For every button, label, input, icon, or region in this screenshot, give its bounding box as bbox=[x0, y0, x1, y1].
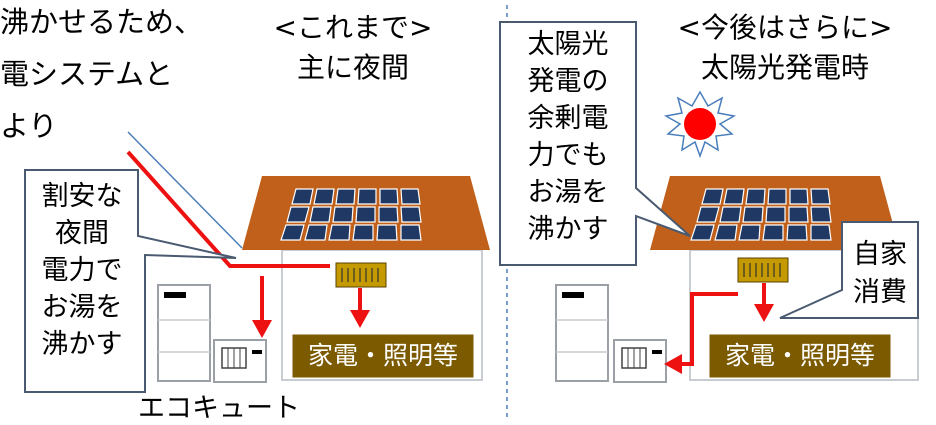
left-heading-period: <これまで> bbox=[273, 11, 433, 44]
right-arrow-to-appliances bbox=[754, 304, 774, 322]
right-callout-bubble bbox=[499, 21, 691, 266]
intro-line-1: 沸かせるため、 bbox=[0, 5, 204, 39]
sun-icon bbox=[663, 90, 737, 159]
left-callout-line: 夜間 bbox=[55, 218, 109, 249]
right-heading-time: 太陽光発電時 bbox=[700, 51, 869, 84]
left-night-power-flow bbox=[126, 131, 370, 338]
right-arrow-to-heat-pump bbox=[664, 354, 682, 374]
night-power-line bbox=[126, 150, 330, 268]
right-appliance-label: 家電・照明等 bbox=[724, 341, 875, 370]
left-tank-display bbox=[164, 292, 186, 298]
left-callout-text: 割安な 夜間 電力で お湯を 沸かす bbox=[27, 178, 137, 363]
left-callout-line: 割安な bbox=[41, 181, 123, 212]
self-consumption-text: 自家 消費 bbox=[844, 236, 916, 312]
right-board-breakers bbox=[743, 263, 781, 277]
left-heading-time: 主に夜間 bbox=[296, 51, 409, 84]
right-callout-line: 沸かす bbox=[527, 214, 609, 245]
right-distribution-board bbox=[737, 257, 789, 283]
right-solar-power-flow bbox=[664, 283, 774, 374]
left-appliance-label: 家電・照明等 bbox=[307, 341, 458, 370]
left-callout-line: 電力で bbox=[41, 255, 123, 286]
left-arrow-to-appliances bbox=[350, 310, 370, 328]
right-tank-display bbox=[562, 292, 584, 298]
right-callout-line: 余剰電 bbox=[527, 103, 609, 134]
left-hot-water-tank bbox=[157, 284, 211, 382]
right-callout-text: 太陽光 発電の 余剰電 力でも お湯を 沸かす bbox=[502, 26, 634, 248]
ecocute-label: エコキュート bbox=[138, 393, 300, 424]
left-callout-line: 沸かす bbox=[41, 329, 123, 360]
left-appliance-box bbox=[291, 333, 475, 379]
left-board-breakers bbox=[341, 268, 379, 282]
right-solar-panel bbox=[690, 188, 832, 241]
intro-line-2: 電システムと bbox=[0, 57, 174, 91]
left-callout-line: お湯を bbox=[41, 292, 123, 323]
right-hot-water-tank bbox=[555, 284, 609, 382]
left-callout-bubble bbox=[24, 169, 237, 393]
self-consumption-bubble bbox=[779, 221, 919, 319]
surplus-power-line bbox=[680, 292, 738, 366]
right-appliance-box bbox=[708, 333, 892, 379]
left-solar-panel bbox=[280, 188, 422, 241]
self-consumption-line: 消費 bbox=[853, 277, 907, 308]
right-callout-line: お湯を bbox=[527, 177, 609, 208]
right-callout-line: 発電の bbox=[527, 66, 609, 97]
intro-line-3: より bbox=[0, 109, 58, 143]
self-consumption-line: 自家 bbox=[853, 239, 907, 270]
left-arrow-to-heat-pump bbox=[252, 320, 272, 338]
right-callout-line: 力でも bbox=[527, 140, 609, 171]
right-heading-period: <今後はさらに> bbox=[677, 11, 893, 44]
right-callout-line: 太陽光 bbox=[527, 29, 609, 60]
